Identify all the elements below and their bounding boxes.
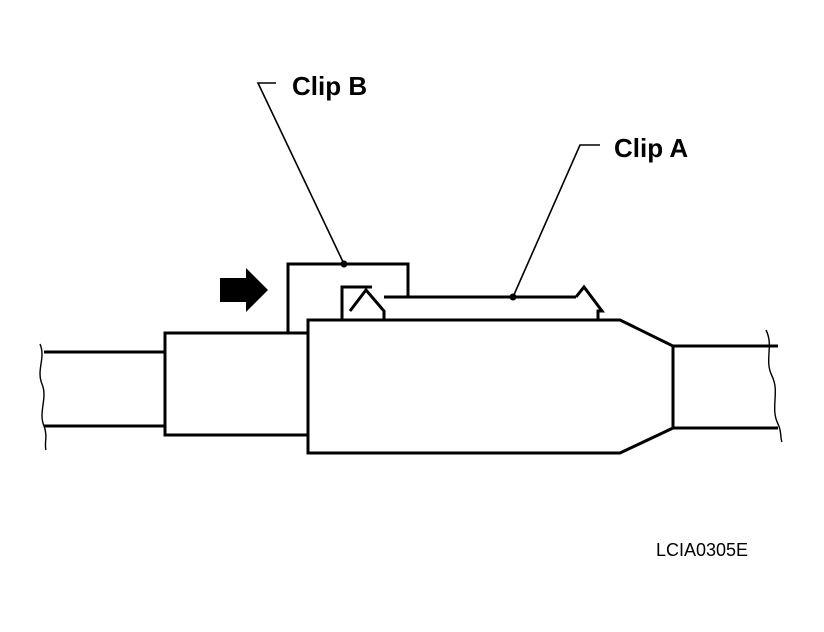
- left-pipe: [39, 343, 165, 451]
- clip-b-shape: [286, 262, 410, 333]
- clip-b-label: Clip B: [292, 71, 367, 101]
- right-pipe: [673, 329, 783, 443]
- right-pipe-break: [765, 329, 783, 443]
- figure-code: LCIA0305E: [656, 540, 748, 560]
- clip-a-label: Clip A: [614, 133, 688, 163]
- connector-sleeve: [163, 331, 310, 437]
- clip-b-leader: [256, 82, 348, 268]
- connector-body: [306, 318, 675, 455]
- clip-a-leader: [509, 144, 600, 301]
- left-pipe-break: [39, 343, 47, 451]
- clip-a-shape: [340, 284, 605, 320]
- right-arrow-icon: [220, 268, 268, 312]
